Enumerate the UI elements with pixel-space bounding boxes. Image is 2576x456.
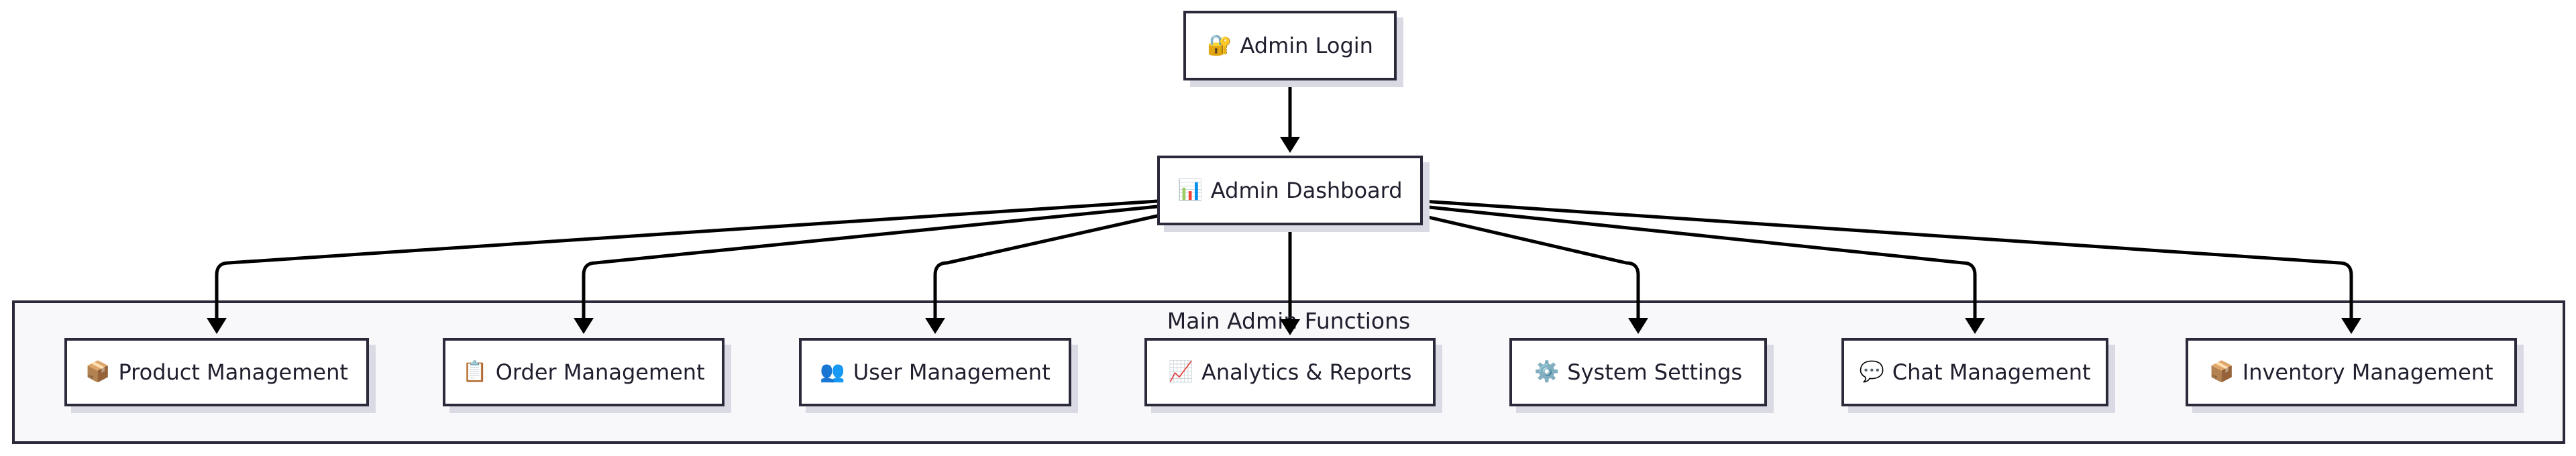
- edge-dashboard-function: [1421, 214, 1640, 321]
- admin-login-label: Admin Login: [1240, 33, 1373, 58]
- user-management-node[interactable]: 👥 User Management: [799, 338, 1071, 406]
- edge-dashboard-function: [1421, 199, 2353, 321]
- package-icon: 📦: [2209, 360, 2235, 384]
- arrowhead-dashboard-function: [207, 318, 227, 334]
- function-label: User Management: [853, 359, 1051, 385]
- gear-icon: ⚙️: [1534, 360, 1560, 384]
- edge-dashboard-function: [215, 199, 1159, 321]
- arrowhead-dashboard-function: [1965, 318, 1985, 334]
- function-label: Analytics & Reports: [1201, 359, 1412, 385]
- function-label: Order Management: [495, 359, 705, 385]
- arrowhead-dashboard-function: [1628, 318, 1648, 334]
- function-label: Inventory Management: [2242, 359, 2493, 385]
- chat-management-node[interactable]: 💬 Chat Management: [1841, 338, 2108, 406]
- edge-dashboard-function: [582, 205, 1159, 321]
- center-arrowhead: [1280, 319, 1300, 335]
- arrowhead-dashboard-function: [2341, 318, 2361, 334]
- package-icon: 📦: [85, 360, 111, 384]
- function-label: System Settings: [1567, 359, 1743, 385]
- bar-chart-icon: 📊: [1177, 178, 1203, 202]
- edge-dashboard-function: [1421, 205, 1977, 321]
- chat-bubble-icon: 💬: [1859, 360, 1884, 384]
- order-management-node[interactable]: 📋 Order Management: [443, 338, 724, 406]
- function-label: Product Management: [118, 359, 348, 385]
- admin-dashboard-label: Admin Dashboard: [1210, 178, 1403, 203]
- system-settings-node[interactable]: ⚙️ System Settings: [1509, 338, 1767, 406]
- lock-with-key-icon: 🔐: [1207, 34, 1232, 57]
- arrowhead-dashboard-function: [925, 318, 945, 334]
- edge-dashboard-function: [933, 214, 1159, 321]
- analytics-reports-node[interactable]: 📈 Analytics & Reports: [1144, 338, 1436, 406]
- admin-dashboard-node[interactable]: 📊 Admin Dashboard: [1157, 156, 1423, 225]
- function-label: Chat Management: [1892, 359, 2091, 385]
- trend-chart-icon: 📈: [1168, 360, 1193, 384]
- inventory-management-node[interactable]: 📦 Inventory Management: [2186, 338, 2517, 406]
- arrowhead-dashboard-function: [574, 318, 594, 334]
- product-management-node[interactable]: 📦 Product Management: [64, 338, 369, 406]
- arrowhead-login-dashboard: [1280, 137, 1300, 153]
- users-icon: 👥: [820, 360, 845, 384]
- admin-login-node[interactable]: 🔐 Admin Login: [1183, 11, 1397, 80]
- clipboard-icon: 📋: [462, 360, 488, 384]
